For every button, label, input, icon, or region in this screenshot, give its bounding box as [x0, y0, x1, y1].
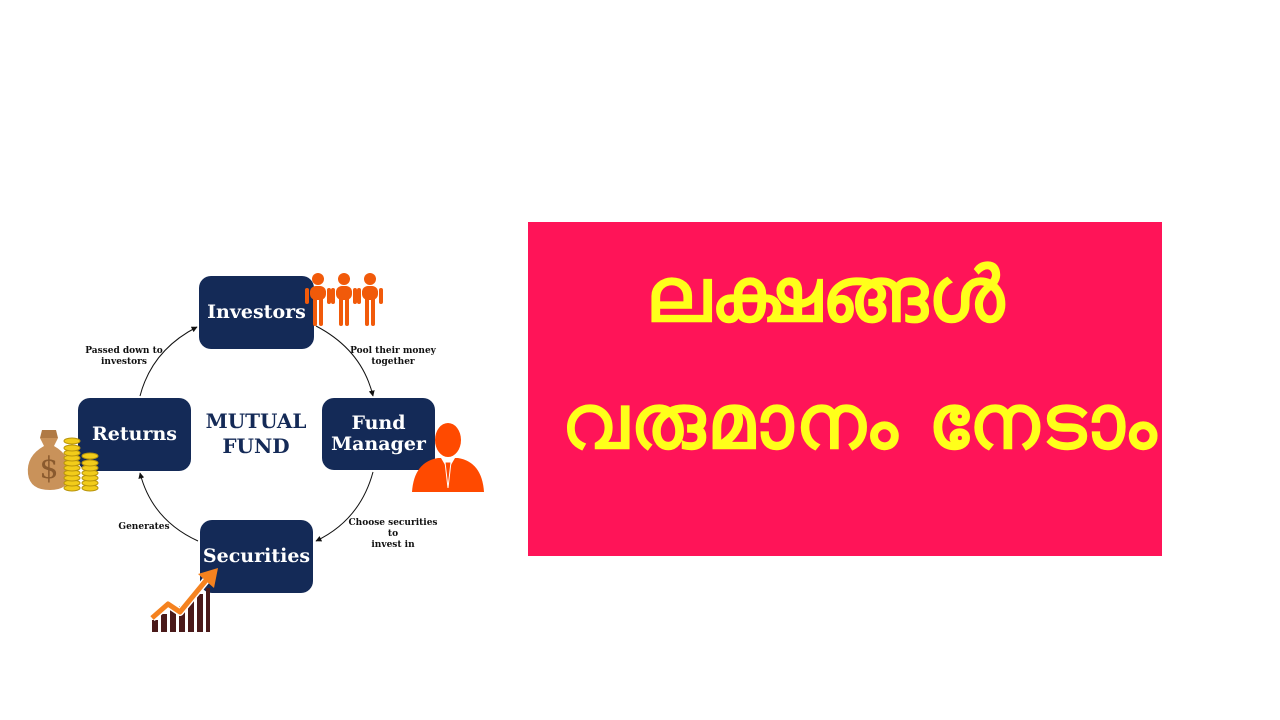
fund-manager-icon [412, 423, 484, 492]
node-fund-manager-label: Fund Manager [331, 412, 426, 455]
node-investors: Investors [199, 276, 314, 349]
cycle-arrows [138, 325, 375, 542]
growth-chart-icon [150, 568, 218, 632]
node-returns: Returns [78, 398, 191, 471]
banner-line-2: വരുമാനം നേടാം [561, 377, 1159, 466]
node-securities: Securities [200, 520, 313, 593]
center-label: MUTUAL FUND [205, 409, 307, 458]
people-group-icon [305, 273, 383, 326]
node-investors-label: Investors [207, 301, 306, 323]
money-bag-coins-icon: $ [27, 430, 99, 492]
edge-label-pool: Pool their money together [350, 346, 436, 367]
svg-text:$: $ [39, 451, 58, 486]
node-fund-manager: Fund Manager [322, 398, 435, 470]
node-securities-label: Securities [202, 545, 311, 567]
arrow-fund-to-securities [315, 471, 374, 542]
headline-banner: ലക്ഷങ്ങൾ വരുമാനം നേടാം [528, 222, 1162, 556]
arrow-securities-to-returns [138, 472, 199, 542]
edge-label-generates: Generates [118, 522, 170, 532]
mutual-fund-diagram: Investors Fund Manager Returns Securitie… [0, 0, 500, 720]
banner-line-1: ലക്ഷങ്ങൾ [645, 250, 1005, 339]
node-returns-label: Returns [92, 423, 177, 445]
arrow-investors-to-fund [315, 325, 375, 397]
edge-label-passed: Passed down to investors [85, 346, 163, 367]
arrow-returns-to-investors [139, 326, 198, 397]
edge-label-choose: Choose securities to invest in [348, 518, 438, 550]
